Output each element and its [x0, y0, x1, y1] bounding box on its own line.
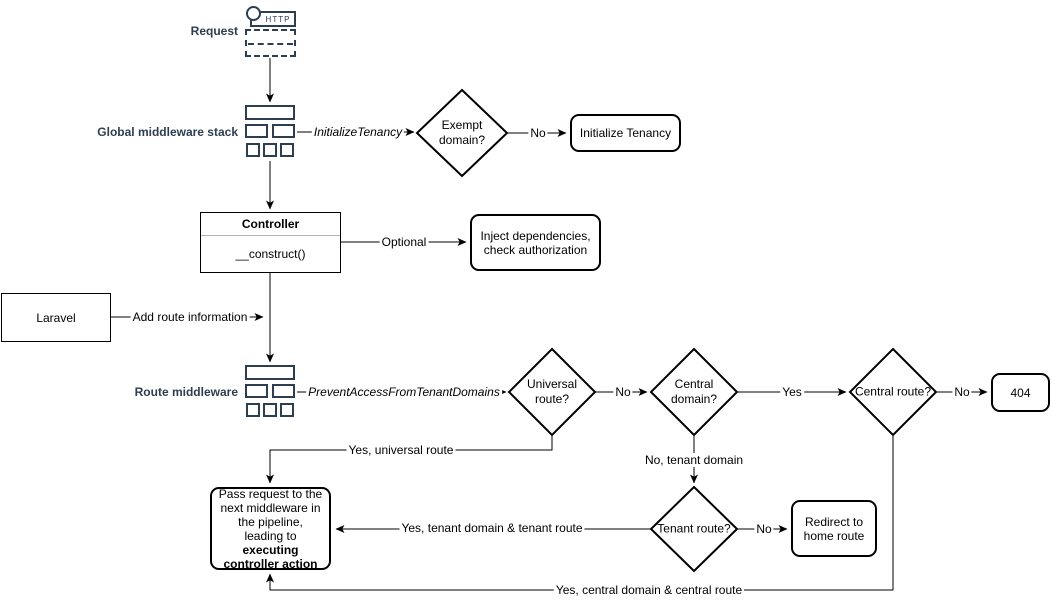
stack-row-icon: [245, 124, 268, 138]
stack-row-icon: [272, 124, 295, 138]
edge-label-yes-tenant-domain-route: Yes, tenant domain & tenant route: [399, 521, 585, 535]
request-caption: Request: [190, 24, 238, 38]
controller-class-title: Controller: [201, 213, 340, 236]
request-body-divider: [248, 43, 293, 45]
edge-label-add-route-information: Add route information: [130, 310, 250, 324]
route-middleware-stack-icon: [245, 365, 295, 418]
edge-label-no-tenant-domain: No, tenant domain: [642, 453, 746, 467]
controller-class-box: Controller __construct(): [200, 212, 341, 273]
decision-tenant-route-shape: [649, 485, 739, 573]
process-404: 404: [991, 373, 1050, 412]
redirect-home-label: Redirect to home route: [803, 514, 865, 543]
stack-row-icon: [246, 403, 260, 417]
request-body-icon: [245, 29, 296, 57]
edge-label-initialize-tenancy-middleware: InitializeTenancy: [311, 125, 405, 139]
edge-label-central-route-no: No: [952, 385, 972, 399]
decision-exempt-domain-shape: [415, 88, 509, 178]
route-middleware-caption: Route middleware: [134, 385, 238, 399]
decision-central-route-shape: [848, 347, 938, 437]
edge-label-tenant-route-no: No: [754, 522, 774, 536]
http-request-icon: HTTP: [245, 6, 297, 57]
decision-universal-route-label: Universal route?: [526, 377, 577, 406]
stack-row-icon: [263, 143, 277, 157]
pass-request-bold-text: executing controller action: [223, 542, 318, 571]
request-circle-icon: [246, 6, 261, 21]
controller-constructor-label: __construct(): [235, 247, 306, 261]
stack-row-icon: [280, 143, 294, 157]
stack-row-icon: [263, 403, 277, 417]
laravel-box: Laravel: [1, 293, 111, 342]
edge-label-yes-central-domain-route: Yes, central domain & central route: [553, 583, 745, 597]
edge-label-central-domain-yes: Yes: [780, 385, 804, 399]
edge-label-yes-universal-route: Yes, universal route: [346, 443, 456, 457]
inject-dependencies-label: Inject dependencies, check authorization: [480, 228, 591, 257]
process-inject-dependencies: Inject dependencies, check authorization: [470, 214, 601, 271]
process-redirect-home: Redirect to home route: [791, 500, 877, 557]
stack-row-icon: [245, 105, 295, 120]
edge-label-exempt-no: No: [528, 126, 548, 140]
not-found-label: 404: [1010, 385, 1031, 400]
laravel-label: Laravel: [36, 310, 76, 325]
stack-row-icon: [246, 143, 260, 157]
stack-row-icon: [272, 384, 295, 398]
initialize-tenancy-label: Initialize Tenancy: [579, 126, 672, 140]
edge-label-universal-no: No: [613, 385, 633, 399]
decision-central-domain-label: Central domain?: [670, 377, 718, 406]
decision-central-domain-shape: [649, 347, 739, 437]
decision-universal-route-shape: [507, 347, 597, 437]
edge-label-optional: Optional: [379, 235, 429, 249]
stack-row-icon: [245, 365, 295, 380]
process-initialize-tenancy: Initialize Tenancy: [570, 114, 681, 152]
decision-central-route-label: Central route?: [854, 384, 932, 399]
global-middleware-stack-icon: [245, 105, 295, 158]
edge-label-prevent-access-middleware: PreventAccessFromTenantDomains: [306, 385, 502, 399]
stack-row-icon: [245, 384, 268, 398]
decision-tenant-route-label: Tenant route?: [657, 521, 731, 536]
pass-request-text: Pass request to the next middleware in t…: [218, 486, 323, 543]
process-pass-request: Pass request to the next middleware in t…: [210, 487, 331, 571]
pass-request-label: Pass request to the next middleware in t…: [218, 487, 323, 571]
stack-row-icon: [280, 403, 294, 417]
global-middleware-caption: Global middleware stack: [97, 125, 238, 139]
decision-exempt-domain-label: Exempt domain?: [438, 118, 486, 147]
